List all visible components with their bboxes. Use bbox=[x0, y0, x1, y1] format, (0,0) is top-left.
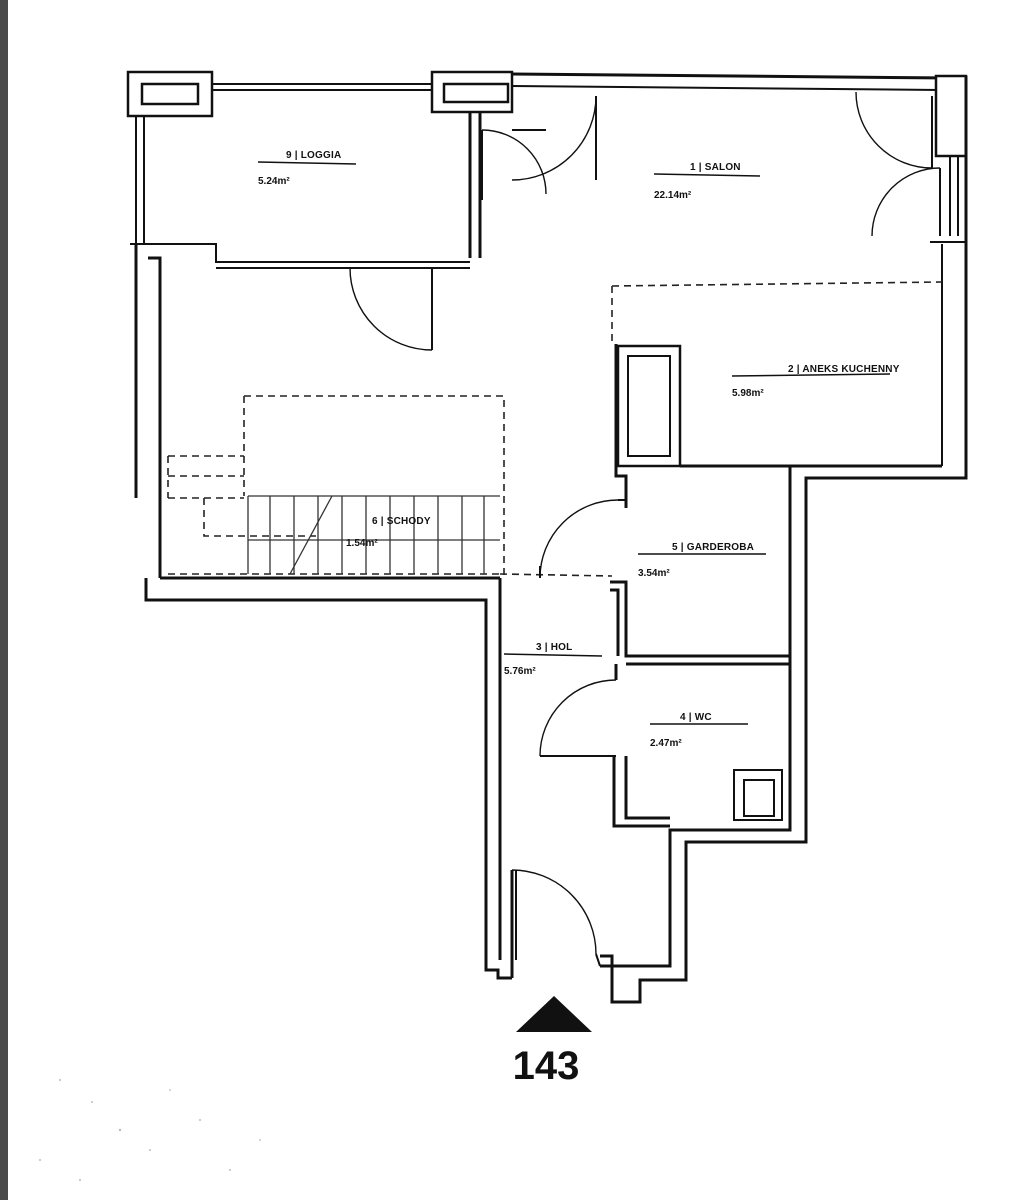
staircase bbox=[247, 495, 500, 575]
stair-dashed-outline bbox=[244, 395, 505, 578]
salon-pillar-inner bbox=[442, 82, 510, 104]
door-arc-loggia bbox=[481, 129, 547, 195]
room-area-schody: 1.54m² bbox=[346, 538, 378, 549]
door-arc-salon-top bbox=[511, 95, 597, 181]
label-underline-loggia bbox=[257, 161, 357, 165]
stair-dashed-4 bbox=[203, 498, 316, 537]
scan-edge-bar bbox=[0, 0, 8, 1200]
label-underline-salon bbox=[653, 173, 761, 177]
hall-dashed-line bbox=[499, 573, 613, 577]
room-labels: 9 | LOGGIA 5.24m² 1 | SALON 22.14m² 2 | … bbox=[257, 150, 900, 749]
salon-top-wall bbox=[511, 72, 952, 84]
outer-walls bbox=[126, 70, 968, 1004]
speckle bbox=[149, 1149, 151, 1151]
wc-left-wall-2 bbox=[624, 756, 670, 820]
left-inner-wall bbox=[148, 256, 162, 578]
room-label-aneks: 2 | ANEKS KUCHENNY bbox=[788, 364, 900, 375]
speckle bbox=[79, 1179, 81, 1181]
kitchen-sink bbox=[627, 355, 671, 457]
speckle bbox=[118, 1128, 122, 1132]
door-leaf-entrance bbox=[595, 953, 601, 967]
door-arc-balcony-2 bbox=[871, 167, 941, 237]
door-arc-wardrobe bbox=[539, 499, 619, 579]
wardrobe-bottom-wall bbox=[610, 580, 790, 658]
loggia-pillar-inner bbox=[140, 82, 200, 106]
room-label-salon: 1 | SALON bbox=[690, 162, 741, 173]
door-arc-wc bbox=[539, 679, 617, 757]
wardrobe-left-jamb bbox=[610, 588, 620, 656]
room-label-garderoba: 5 | GARDEROBA bbox=[672, 542, 754, 553]
dashed-lines bbox=[167, 281, 943, 578]
scan-noise bbox=[39, 1079, 261, 1181]
kitchen-left-wall bbox=[614, 344, 628, 508]
door-arc-balcony-1 bbox=[855, 91, 933, 169]
room-area-salon: 22.14m² bbox=[654, 190, 692, 201]
room-area-loggia: 5.24m² bbox=[258, 176, 290, 187]
speckle bbox=[259, 1139, 261, 1141]
speckle bbox=[91, 1101, 93, 1103]
room-area-wc: 2.47m² bbox=[650, 738, 682, 749]
interior-walls bbox=[610, 344, 790, 828]
room-label-hol: 3 | HOL bbox=[536, 642, 572, 653]
room-label-loggia: 9 | LOGGIA bbox=[286, 150, 341, 161]
door-arc-entrance bbox=[511, 869, 597, 955]
room-area-aneks: 5.98m² bbox=[732, 388, 764, 399]
door-arc-hall bbox=[349, 267, 433, 351]
wc-toilet-box bbox=[733, 769, 783, 821]
speckle bbox=[229, 1169, 231, 1171]
speckle bbox=[199, 1119, 201, 1121]
room-label-schody: 6 | SCHODY bbox=[372, 516, 431, 527]
bottom-right-inner-wall bbox=[600, 464, 942, 968]
room-label-wc: 4 | WC bbox=[680, 712, 712, 723]
wc-left-wall bbox=[612, 756, 670, 828]
stair-cut-line bbox=[289, 495, 333, 575]
kitchen-dashed-top bbox=[611, 281, 943, 287]
bottom-left-wall bbox=[144, 578, 512, 980]
entrance-arrow-icon bbox=[516, 996, 592, 1032]
salon-corner-pillar bbox=[934, 74, 968, 158]
plan-number: 143 bbox=[512, 1044, 580, 1088]
label-underline-hol bbox=[503, 653, 603, 657]
speckle bbox=[39, 1159, 41, 1161]
doors bbox=[349, 91, 941, 967]
loggia-bottom-wall bbox=[130, 243, 470, 263]
bottom-right-wall bbox=[600, 468, 968, 1004]
label-underline-aneks bbox=[731, 373, 891, 377]
room-area-garderoba: 3.54m² bbox=[638, 568, 670, 579]
wc-toilet-inner bbox=[743, 779, 775, 817]
speckle bbox=[169, 1089, 171, 1091]
salon-window-line bbox=[511, 85, 941, 91]
speckle bbox=[59, 1079, 61, 1081]
room-area-hol: 5.76m² bbox=[504, 666, 536, 677]
